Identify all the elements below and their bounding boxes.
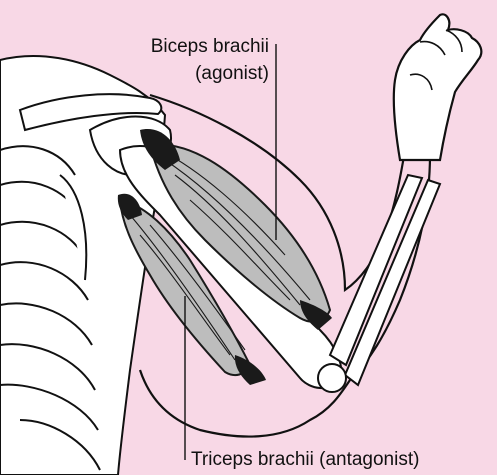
biceps-role-label: (agonist)	[195, 63, 269, 85]
elbow-joint	[318, 364, 346, 392]
forearm-bones	[330, 175, 440, 385]
biceps-label: Biceps brachii	[151, 36, 269, 58]
hand	[394, 14, 482, 160]
triceps-insertion-dark	[235, 355, 266, 385]
triceps-label: Triceps brachii (antagonist)	[191, 449, 419, 471]
